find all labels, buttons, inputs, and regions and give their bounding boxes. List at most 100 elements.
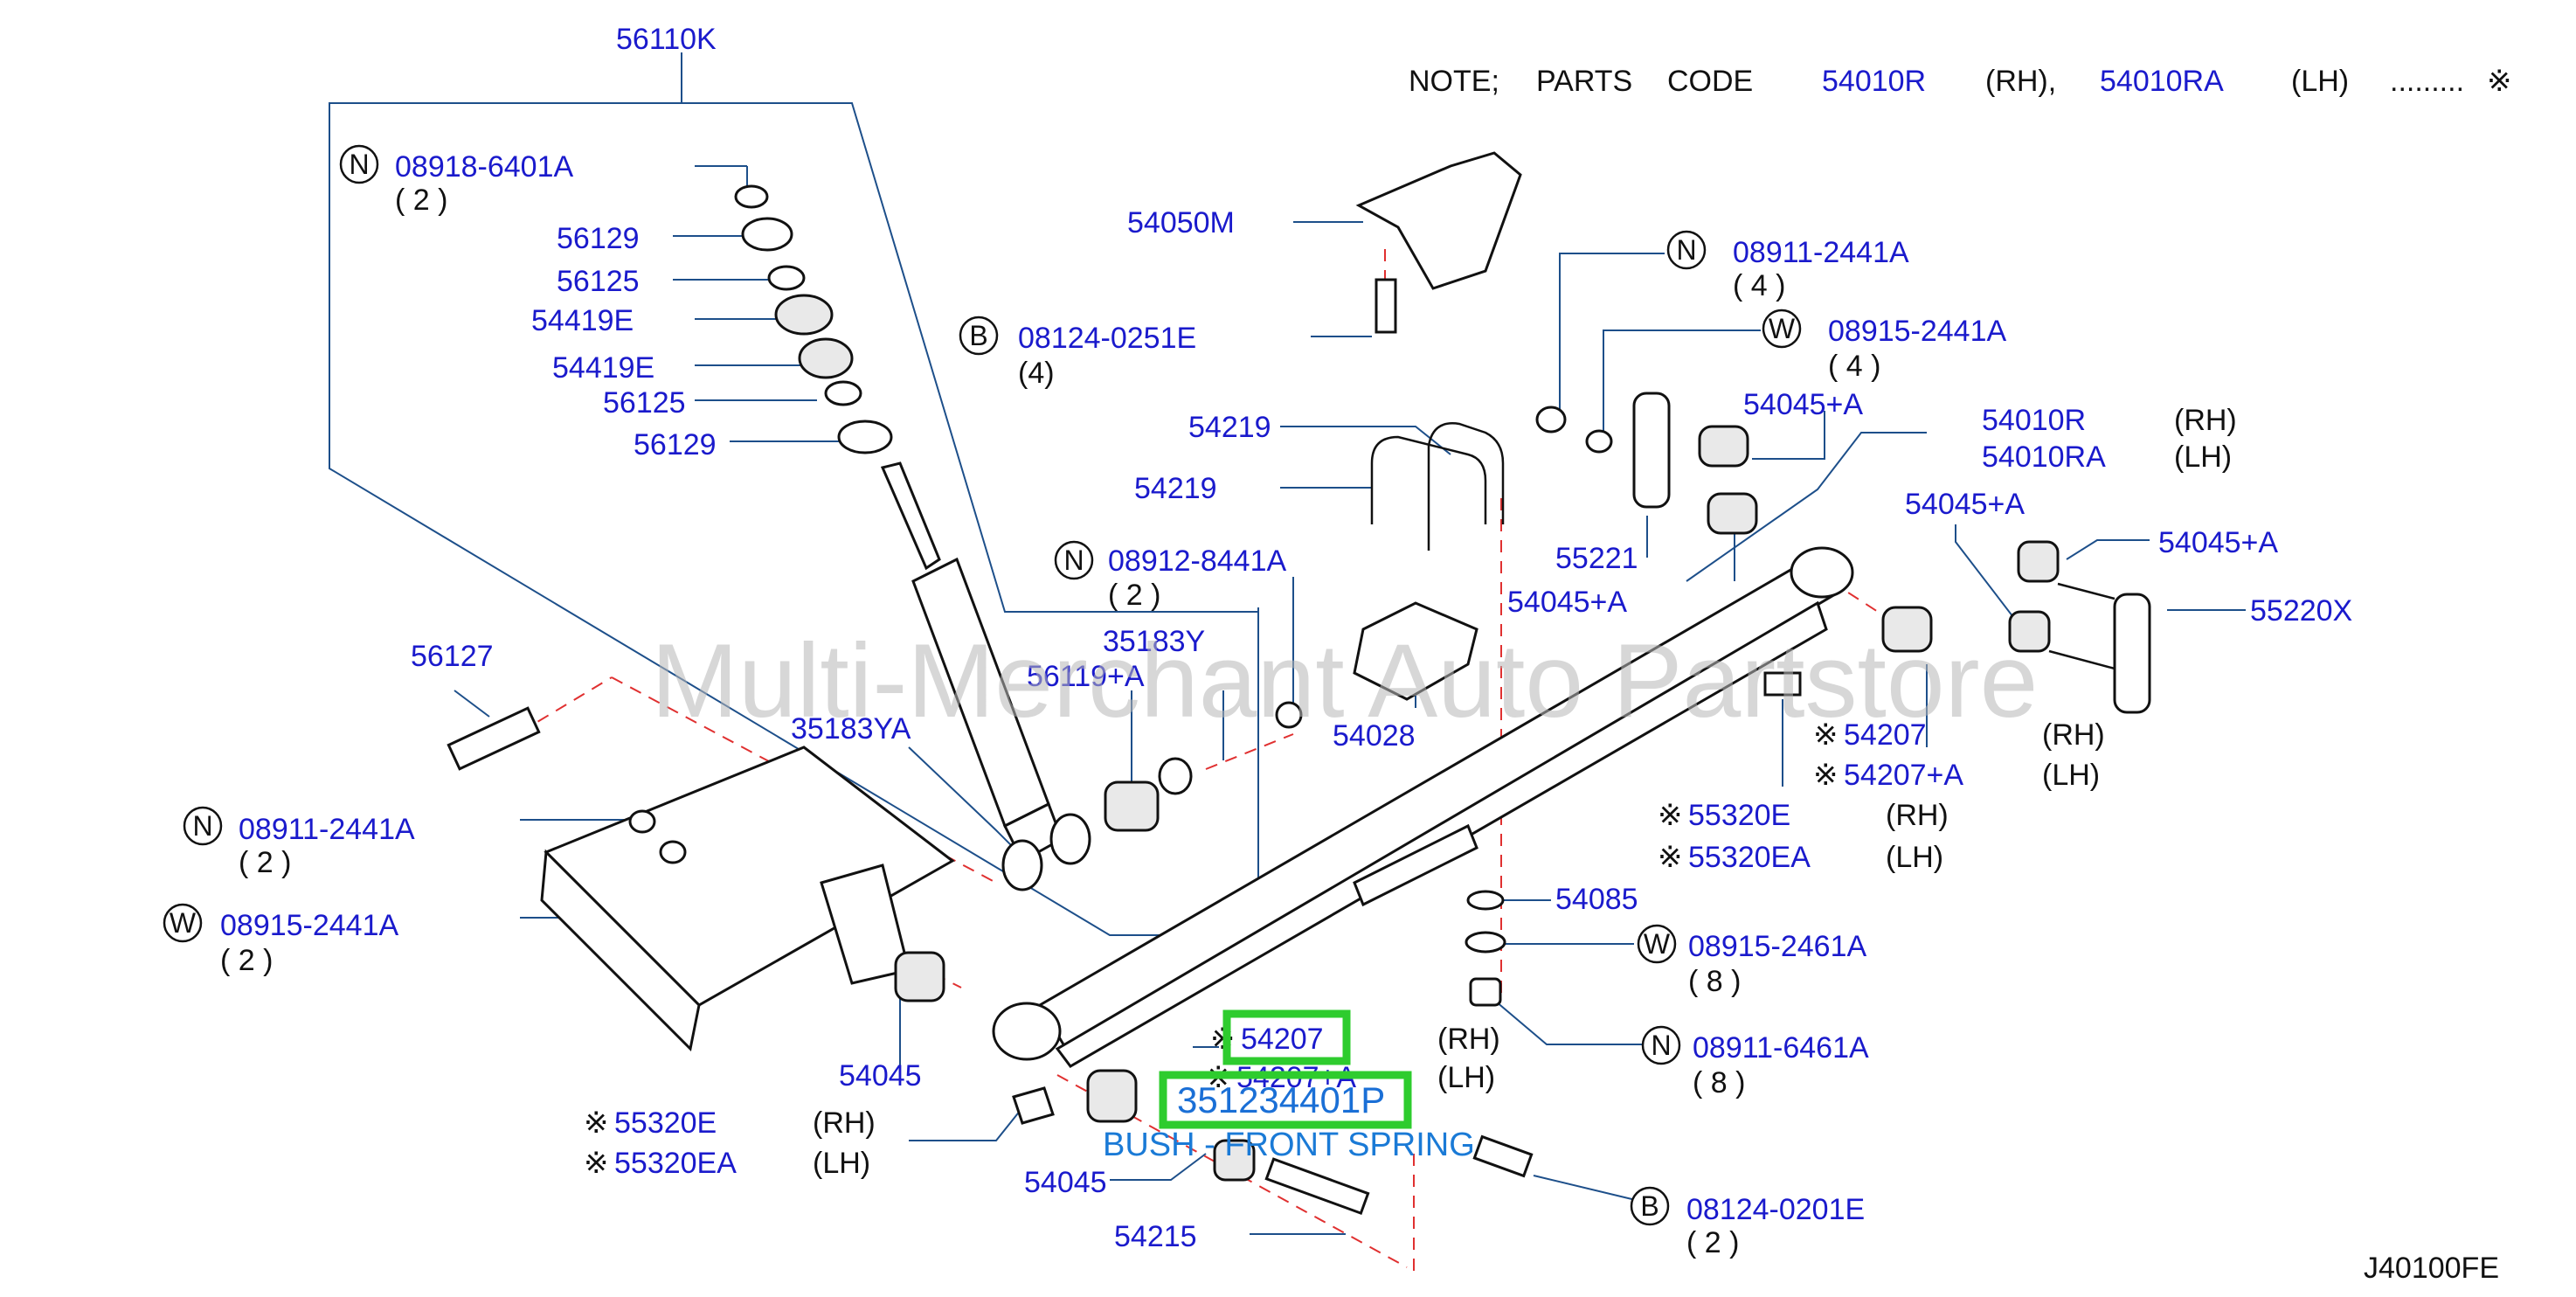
circle-n-08911-left xyxy=(183,806,223,846)
highlight-part-351234401P[interactable]: 351234401P xyxy=(1177,1079,1385,1120)
label-54028[interactable]: 54028 xyxy=(1333,719,1416,753)
label-54010RA[interactable]: 54010RA xyxy=(1982,440,2106,474)
label-08915-2441A-left[interactable]: 08915-2441A xyxy=(220,909,399,942)
label-54219-b[interactable]: 54219 xyxy=(1134,472,1217,505)
leader-54045A-1 xyxy=(1752,411,1825,460)
label-54207A-r[interactable]: 54207+A xyxy=(1844,759,1963,792)
shock-eye-drawing xyxy=(1001,839,1043,891)
pad-54207-r-drawing xyxy=(1763,671,1802,697)
bush-54045-l2-drawing xyxy=(1213,1139,1256,1182)
label-54419E-a[interactable]: 54419E xyxy=(531,304,634,337)
label-54419E-b[interactable]: 54419E xyxy=(552,351,654,385)
bush-54045-l1-drawing xyxy=(894,951,945,1002)
label-56125-a[interactable]: 56125 xyxy=(557,265,640,298)
centerline-shock-bolt xyxy=(1205,733,1294,770)
label-54045A-1[interactable]: 54045+A xyxy=(1743,388,1863,421)
shackle-55220X-drawing xyxy=(2113,593,2151,714)
mark-55320EA-r: ※ xyxy=(1658,841,1683,874)
label-54010R[interactable]: 54010R xyxy=(1982,404,2086,437)
nut-08911-top-drawing xyxy=(1535,406,1567,433)
shock-group-outline-right xyxy=(682,102,1258,613)
label-54045-l2[interactable]: 54045 xyxy=(1024,1166,1107,1199)
nut-08912-drawing xyxy=(1275,701,1303,729)
label-35183YA[interactable]: 35183YA xyxy=(791,712,911,746)
store-watermark: Multi-Merchant Auto Partstore xyxy=(651,622,2038,739)
label-55320E-r[interactable]: 55320E xyxy=(1688,799,1790,832)
nut-08911-6461A-drawing xyxy=(1469,977,1502,1007)
leader-08911-top xyxy=(1559,253,1665,411)
label-56129-b[interactable]: 56129 xyxy=(634,428,717,461)
note-code-rh[interactable]: 54010R xyxy=(1822,65,1926,98)
washer-56125a-drawing xyxy=(767,265,806,291)
label-08915-2441A-top[interactable]: 08915-2441A xyxy=(1828,315,2007,348)
label-54207-c-rh: (RH) xyxy=(1437,1023,1500,1056)
label-08915-2461A[interactable]: 08915-2461A xyxy=(1688,930,1867,963)
label-54010RA-lh: (LH) xyxy=(2174,440,2232,474)
label-08124-0251E[interactable]: 08124-0251E xyxy=(1018,322,1196,355)
label-55320EA-r[interactable]: 55320EA xyxy=(1688,841,1811,874)
label-55320E-r-rh: (RH) xyxy=(1886,799,1949,832)
label-55320EA-l-lh: (LH) xyxy=(813,1147,870,1180)
circle-n-08918-letter: N xyxy=(349,149,369,180)
label-54045A-4[interactable]: 54045+A xyxy=(1507,586,1627,619)
note-parts-word: PARTS xyxy=(1536,65,1632,98)
label-54045A-3[interactable]: 54045+A xyxy=(2158,526,2278,559)
label-54207-r[interactable]: 54207 xyxy=(1844,718,1927,752)
label-55220X[interactable]: 55220X xyxy=(2250,594,2352,628)
label-08911-2441A-left[interactable]: 08911-2441A xyxy=(239,813,415,846)
label-56110K[interactable]: 56110K xyxy=(616,23,717,56)
circle-b-08124-0201E-letter: B xyxy=(1640,1190,1658,1222)
note-code-lh[interactable]: 54010RA xyxy=(2100,65,2224,98)
label-08911-2441A-top[interactable]: 08911-2441A xyxy=(1733,236,1909,269)
bolt-08124-0251E-drawing xyxy=(1375,278,1397,334)
frame-rail-side-drawing xyxy=(540,849,701,1052)
label-55221[interactable]: 55221 xyxy=(1555,542,1638,575)
note-rh-label: (RH), xyxy=(1985,65,2056,98)
qty-08911-2441A-left: ( 2 ) xyxy=(239,846,291,879)
label-54215[interactable]: 54215 xyxy=(1114,1220,1197,1253)
mark-55320E-r: ※ xyxy=(1658,799,1683,832)
label-56127[interactable]: 56127 xyxy=(411,640,494,673)
label-54085[interactable]: 54085 xyxy=(1555,883,1638,916)
mark-54207-c: ※ xyxy=(1210,1023,1236,1056)
label-56119A[interactable]: 56119+A xyxy=(1027,660,1145,693)
shackle-pin-lower xyxy=(2048,649,2116,670)
label-08911-6461A[interactable]: 08911-6461A xyxy=(1693,1031,1869,1065)
note-prefix: NOTE; xyxy=(1409,65,1499,98)
centerline-56127 xyxy=(519,676,613,733)
qty-08915-2441A-top: ( 4 ) xyxy=(1828,350,1880,383)
leader-54045-l2 xyxy=(1110,1153,1207,1181)
shackle-55221-drawing xyxy=(1632,392,1671,509)
label-54219-a[interactable]: 54219 xyxy=(1188,411,1271,444)
bushing-54419Eb-drawing xyxy=(798,337,854,379)
label-08918-6401A[interactable]: 08918-6401A xyxy=(395,150,574,184)
circle-n-08911-top xyxy=(1666,230,1707,270)
mark-54207-r: ※ xyxy=(1813,718,1839,752)
label-55320EA-l[interactable]: 55320EA xyxy=(614,1147,737,1180)
spring-front-eye-drawing xyxy=(992,1002,1062,1061)
cup-56129a-drawing xyxy=(741,217,793,252)
circle-w-08915-top-letter: W xyxy=(1769,313,1796,344)
spring-rear-eye-drawing xyxy=(1790,546,1854,599)
label-54045A-2[interactable]: 54045+A xyxy=(1905,488,2025,521)
washer-08915-top-drawing xyxy=(1585,429,1613,454)
label-54045-l1[interactable]: 54045 xyxy=(839,1059,922,1092)
washer-56125b-drawing xyxy=(824,380,862,406)
qty-08124-0251E: (4) xyxy=(1018,357,1055,390)
part-labels: 56110K 08918-6401A ( 2 ) 56129 56125 544… xyxy=(220,23,2352,1259)
label-55320E-l[interactable]: 55320E xyxy=(614,1106,717,1140)
highlight-part-54207[interactable]: 54207 xyxy=(1241,1023,1324,1056)
circle-n-08911-top-letter: N xyxy=(1676,234,1696,266)
qty-08911-2441A-top: ( 4 ) xyxy=(1733,269,1785,302)
label-56125-b[interactable]: 56125 xyxy=(603,386,686,420)
label-56129-a[interactable]: 56129 xyxy=(557,222,640,255)
bush-54045A-1-drawing xyxy=(1698,425,1749,468)
washer-08915-2461A-drawing xyxy=(1465,931,1506,954)
label-54050M[interactable]: 54050M xyxy=(1127,206,1235,239)
qty-08911-6461A: ( 8 ) xyxy=(1693,1066,1745,1099)
label-08124-0201E[interactable]: 08124-0201E xyxy=(1686,1193,1865,1226)
label-35183Y[interactable]: 35183Y xyxy=(1103,625,1205,658)
leader-54045A-3 xyxy=(2066,539,2150,560)
label-08912-8441A[interactable]: 08912-8441A xyxy=(1108,544,1287,578)
